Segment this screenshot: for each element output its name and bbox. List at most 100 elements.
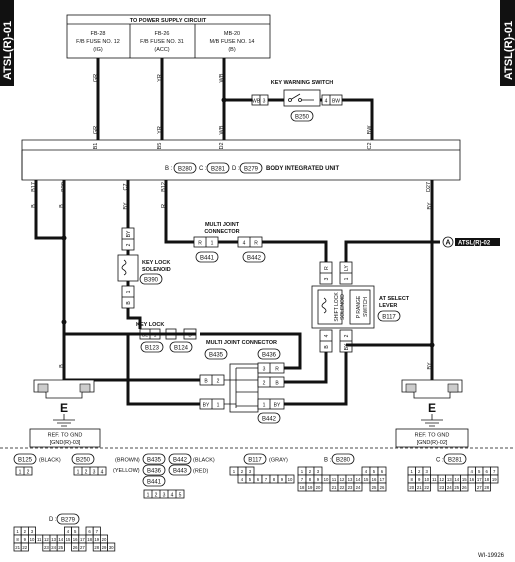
legend-b250-pin2: 2 <box>85 470 88 476</box>
sl-line2: SOLENOID <box>340 294 346 320</box>
pin-number: 23 <box>439 485 444 490</box>
pin-number: 19 <box>492 477 497 482</box>
pin-number: 25 <box>372 485 377 490</box>
pin-cell <box>377 482 387 492</box>
pin-c2: C2 <box>367 142 373 149</box>
pin-number: 1 <box>301 469 304 474</box>
key-lock-conn-right-badge: B124 <box>169 341 193 353</box>
pin-number: 16 <box>469 477 474 482</box>
pin-number: 8 <box>16 537 19 542</box>
legend-b250-conn: B250 <box>76 458 91 464</box>
pin-cell <box>56 542 65 552</box>
biu-conn-b-badge: B280 <box>173 162 197 174</box>
kws-left-color: WB <box>252 99 261 105</box>
mjc-bottom-conn-right-badge: B436 <box>257 348 281 360</box>
kls-wire-by: BY <box>126 230 132 237</box>
pin-number: 15 <box>364 477 369 482</box>
legend-b250-pin4: 4 <box>101 470 104 476</box>
mjc-bottom-right-wire-b: B <box>275 381 279 387</box>
sl-bottom-pin-4: 4 <box>324 334 330 337</box>
legend-b250-pin1: 1 <box>77 470 80 476</box>
pin-number: 7 <box>493 469 496 474</box>
biu-conn-c-badge: B281 <box>206 162 230 174</box>
fuse-1-line3: (IG) <box>93 47 103 53</box>
pin-number: 17 <box>477 477 482 482</box>
mjc-bottom-right-wire-by: BY <box>274 403 281 409</box>
pin-number: 6 <box>486 469 489 474</box>
power-supply-circuit: TO POWER SUPPLY CIRCUIT FB-28 F/B FUSE N… <box>66 14 271 59</box>
wire-b-20: B <box>59 204 65 208</box>
kls-line1: KEY LOCK <box>142 260 170 266</box>
sl-top-wire-ly: LY <box>344 264 350 270</box>
mjc-bottom-title: MULTI JOINT CONNECTOR <box>206 340 277 346</box>
pin-number: 2 <box>24 529 27 534</box>
multi-joint-connector-top: MULTI JOINT CONNECTOR R 1 4 R B441 B442 <box>193 222 328 263</box>
pin-number: 15 <box>66 537 71 542</box>
kls-conn: B390 <box>144 278 159 284</box>
fuse-2-line2: F/B FUSE NO. 31 <box>140 39 184 45</box>
legend-g-pin-4: 4 <box>171 493 174 499</box>
key-warning-switch: KEY WARNING SWITCH WB 3 4 BW B250 BW C2 <box>224 80 374 150</box>
mjc-top-pin-right: 4 <box>243 241 246 247</box>
fuse-2-line1: FB-26 <box>155 31 170 37</box>
mjc-top-conn-left-badge: B441 <box>195 251 219 263</box>
pin-number: 24 <box>51 545 56 550</box>
mjc-top-title2: CONNECTOR <box>204 229 239 235</box>
pin-number: 9 <box>317 477 320 482</box>
pin-cell <box>78 542 87 552</box>
key-lock-conn-right: B124 <box>174 346 189 352</box>
side-tab-left: ATSL(R)-01 <box>0 0 14 86</box>
pin-number: 2 <box>418 469 421 474</box>
pin-b1: B1 <box>93 143 99 150</box>
side-tab-right: ATSL(R)-01 <box>500 0 515 86</box>
pin-number: 24 <box>447 485 452 490</box>
fuse-2-line3: (ACC) <box>154 47 169 53</box>
pin-number: 11 <box>432 477 437 482</box>
ground-right-ref2: [GND(R)-02] <box>417 440 448 446</box>
pin-number: 2 <box>309 469 312 474</box>
pin-number: 10 <box>324 477 329 482</box>
legend-b125-color: (BLACK) <box>39 458 61 464</box>
ground-left: E REF. TO GND [GND(R)-03] <box>29 379 101 448</box>
pin-number: 9 <box>24 537 27 542</box>
legend-b250: B250 1 2 3 4 <box>71 453 107 476</box>
sl-top-pin-3: 3 <box>324 277 330 280</box>
mjc-top-wire-r1: R <box>198 241 202 247</box>
legend-b280-conn: B280 <box>336 458 351 464</box>
pin-number: 22 <box>22 545 27 550</box>
multi-joint-connector-bottom: MULTI JOINT CONNECTOR B435 B436 B 2 BY 1… <box>64 332 302 424</box>
pin-number: 3 <box>426 469 429 474</box>
pin-number: 12 <box>340 477 345 482</box>
sl-p-range: P RANGE <box>356 295 362 318</box>
pin-cell <box>285 474 295 484</box>
wire-by-gnd2: BY <box>427 362 433 370</box>
pin-cell <box>107 542 116 552</box>
power-wires: GR YR WB B1 B5 D2 GR YR WB <box>93 58 227 150</box>
kls-wire-b: B <box>126 301 132 305</box>
pin-number: 15 <box>462 477 467 482</box>
ground-left-ref1: REF. TO GND <box>48 433 83 439</box>
pin-d2: D2 <box>219 142 225 149</box>
pin-number: 12 <box>439 477 444 482</box>
fuse-3-line1: MB-20 <box>224 31 240 37</box>
arrow-ref-text: ATSL(R)-02 <box>458 241 491 247</box>
pin-number: 29 <box>102 545 107 550</box>
at-select-conn: B117 <box>382 315 396 321</box>
connector-legend: B125 (BLACK) 1 2 B250 1 2 3 4 (BROWN) B4… <box>0 447 515 559</box>
body-integrated-unit: B : B280 C : B281 D : B279 BODY INTEGRAT… <box>21 139 461 181</box>
at-select-line2: LEVER <box>379 303 397 309</box>
wire-b-17: B <box>31 204 37 208</box>
mjc-top-conn-left: B441 <box>200 256 215 262</box>
pin-number: 4 <box>241 477 244 482</box>
pin-number: 6 <box>381 469 384 474</box>
fuse-3-line3: (B) <box>228 47 236 53</box>
kws-right-pin: 4 <box>325 99 328 105</box>
pin-number: 25 <box>58 545 63 550</box>
pin-number: 12 <box>44 537 49 542</box>
biu-conn-d-badge: B279 <box>239 162 263 174</box>
pin-number: 22 <box>424 485 429 490</box>
fuse-1-line2: F/B FUSE NO. 12 <box>76 39 120 45</box>
biu-prefix-b: B : <box>165 166 173 172</box>
pin-number: 17 <box>80 537 85 542</box>
